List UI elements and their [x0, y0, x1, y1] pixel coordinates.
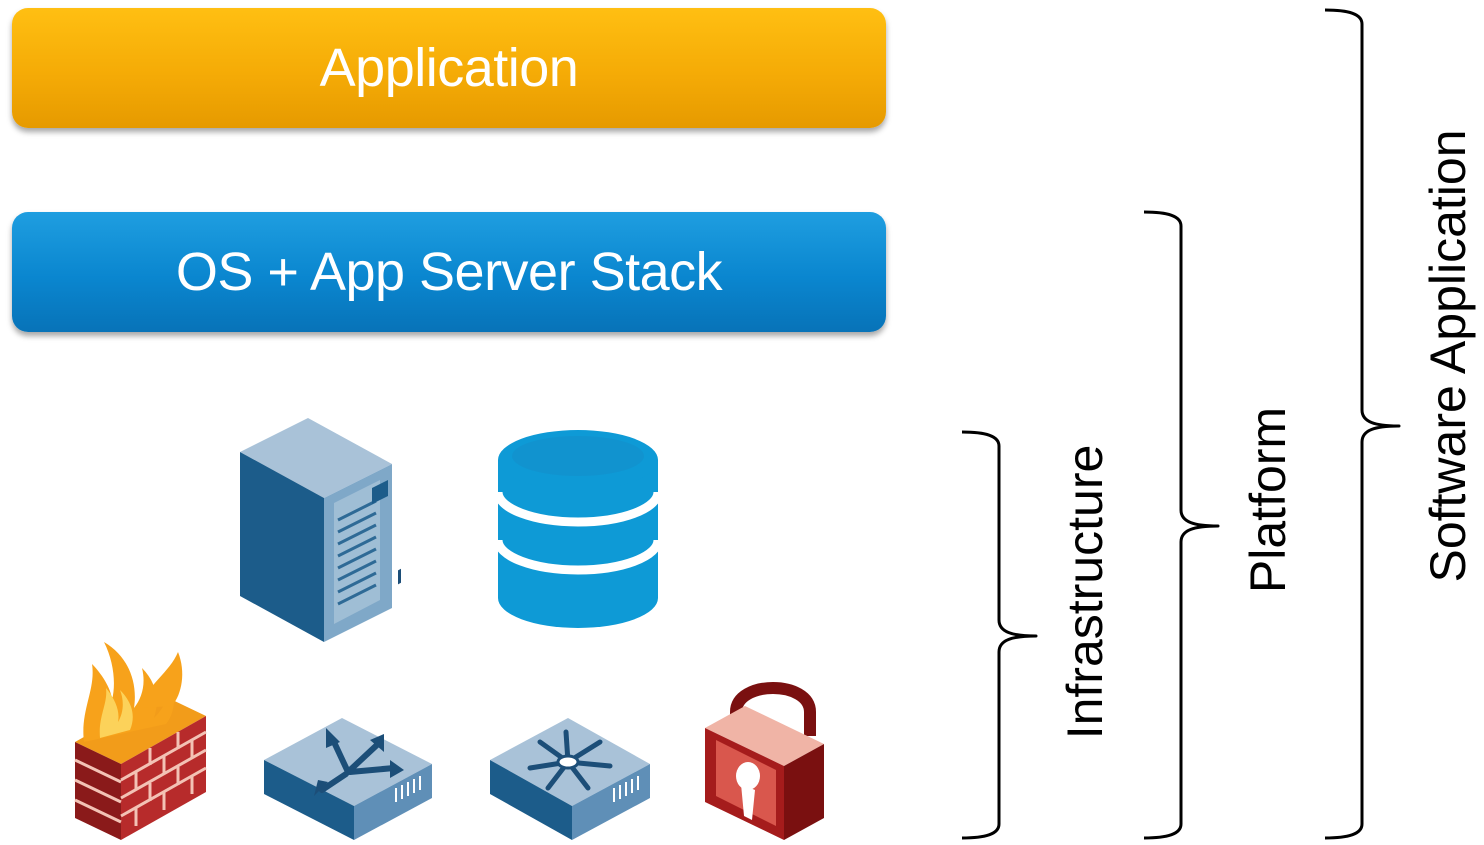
platform-brace: [1143, 210, 1220, 840]
server-icon: [240, 418, 392, 642]
switch-icon: [490, 718, 650, 840]
os-stack-layer-bar: OS + App Server Stack: [12, 212, 886, 332]
platform-label: Platform: [1240, 406, 1296, 594]
application-layer-label: Application: [319, 38, 579, 98]
software-application-label: Software Application: [1420, 129, 1476, 583]
infrastructure-brace: [961, 430, 1038, 840]
os-stack-layer-label: OS + App Server Stack: [175, 242, 723, 302]
application-layer-bar: Application: [12, 8, 886, 128]
lock-icon: [705, 682, 824, 840]
database-icon: [493, 430, 663, 628]
infrastructure-label: Infrastructure: [1057, 444, 1113, 740]
router-icon: [264, 568, 432, 840]
software-application-brace: [1324, 8, 1401, 840]
firewall-icon: [74, 642, 207, 840]
